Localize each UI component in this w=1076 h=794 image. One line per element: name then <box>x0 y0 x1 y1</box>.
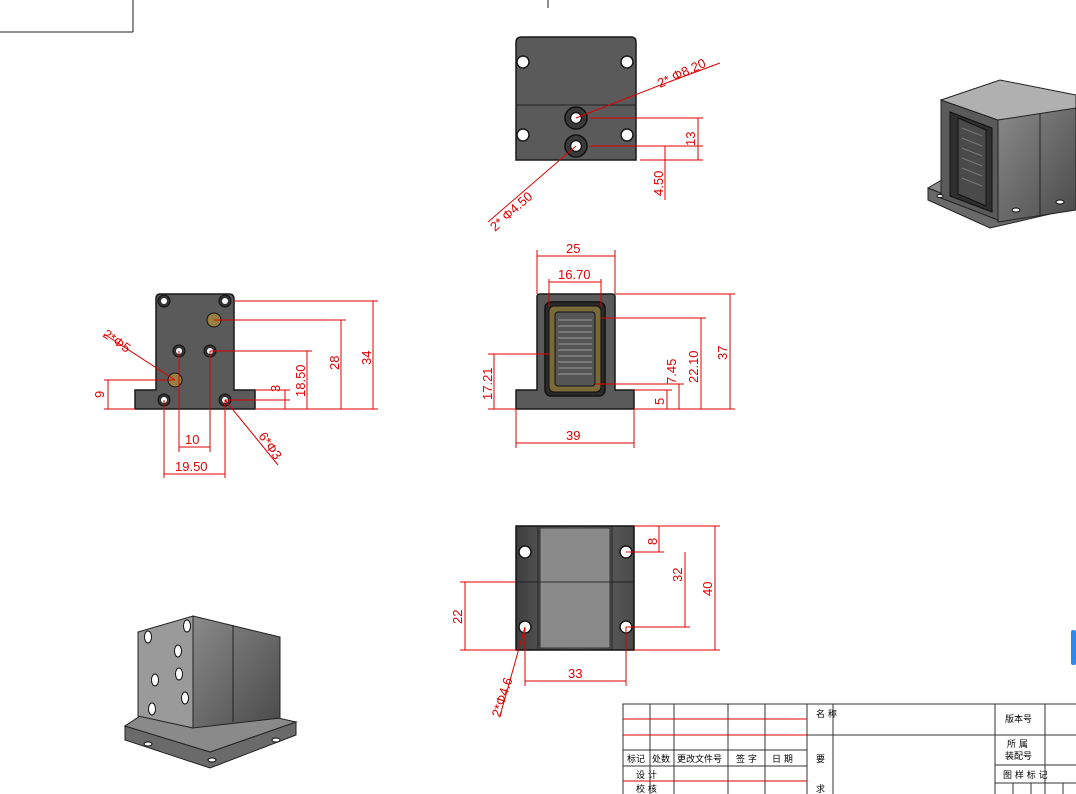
dim-22: 22 <box>450 610 465 624</box>
tb-version-label: 版本号 <box>1005 713 1032 725</box>
dim-dia-8-20: 2* Φ8.20 <box>655 55 708 90</box>
iso-view-top <box>926 79 1076 229</box>
dim-10: 10 <box>185 432 199 447</box>
dim-34: 34 <box>359 351 374 365</box>
mount-hole <box>620 128 634 142</box>
tb-req-label-2: 求 <box>816 783 825 794</box>
front-view-dimensions: 25 16.70 17.21 5 7.45 22.10 37 39 <box>480 241 735 448</box>
dim-39: 39 <box>566 428 580 443</box>
tb-drawing-mark: 图 样 标 记 <box>1003 769 1048 781</box>
dim-dia-4-50: 2* Φ4.50 <box>487 189 535 235</box>
dim-40: 40 <box>700 582 715 596</box>
dim-4-50: 4.50 <box>651 171 666 196</box>
dim-dia-3: 6*Φ3 <box>256 429 285 462</box>
mount-hole <box>516 128 530 142</box>
tb-header-count: 处数 <box>652 753 670 765</box>
dim-dia-4-6: 2*Φ4.6 <box>489 676 516 719</box>
dim-18-50: 18.50 <box>293 364 308 397</box>
dim-22-10: 22.10 <box>686 350 701 383</box>
tb-header-change-doc: 更改文件号 <box>677 753 722 765</box>
front-view <box>515 293 635 410</box>
bottom-view-dimensions: 8 32 40 22 33 2*Φ4.6 <box>450 525 720 719</box>
iso-view-bottom <box>123 615 298 769</box>
tb-assembly-label-1: 所 属 <box>1007 739 1028 750</box>
dim-13: 13 <box>683 132 698 146</box>
tb-header-date: 日 期 <box>772 754 793 765</box>
bottom-view <box>515 525 635 651</box>
dim-9: 9 <box>92 391 107 398</box>
top-view-body <box>515 36 637 161</box>
dim-5: 5 <box>652 398 667 405</box>
dim-3: 3 <box>268 385 283 392</box>
tb-req-label-1: 要 <box>816 754 825 765</box>
top-view <box>515 36 637 161</box>
dim-16-70: 16.70 <box>558 267 591 282</box>
dim-32: 32 <box>670 568 685 582</box>
mount-hole <box>620 55 634 69</box>
dim-37: 37 <box>715 346 730 360</box>
tb-design: 设 计 <box>636 769 657 781</box>
dim-17-21: 17.21 <box>480 367 495 400</box>
mount-hole <box>518 545 532 559</box>
frame-corner <box>0 0 549 33</box>
dim-7-45: 7.45 <box>664 359 679 384</box>
tb-check: 校 核 <box>636 783 657 794</box>
tb-name-label: 名 称 <box>816 708 837 720</box>
title-block: 标记 处数 更改文件号 签 字 日 期 设 计 校 核 名 称 要 求 版本号 … <box>622 703 1076 794</box>
tb-header-sign: 签 字 <box>736 753 757 765</box>
dim-33: 33 <box>568 666 582 681</box>
tb-assembly-label-2: 装配号 <box>1005 750 1032 762</box>
scroll-indicator[interactable] <box>1071 630 1076 665</box>
dim-28: 28 <box>327 356 342 370</box>
tb-header-mark: 标记 <box>627 753 645 765</box>
dim-8: 8 <box>645 538 660 545</box>
grating <box>554 311 596 387</box>
mount-hole <box>516 55 530 69</box>
dim-19-50: 19.50 <box>175 459 208 474</box>
dim-25: 25 <box>566 241 580 256</box>
dim-dia-5: 2*Φ5 <box>100 326 133 355</box>
